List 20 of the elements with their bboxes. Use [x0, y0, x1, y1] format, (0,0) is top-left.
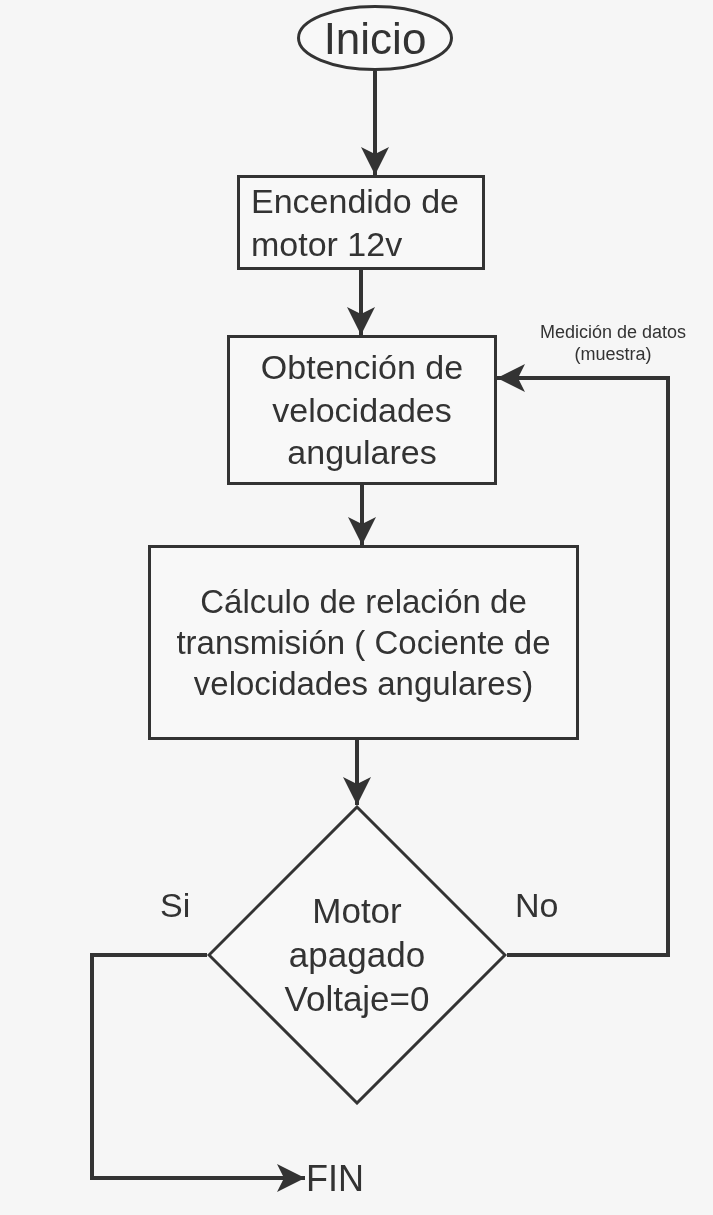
- node-text: Motor apagado Voltaje=0: [283, 890, 431, 1020]
- decision-diamond: [207, 805, 507, 1105]
- arrow: [347, 270, 375, 335]
- node-text: Encendido de motor 12v: [251, 181, 460, 265]
- terminal-ellipse: [297, 5, 453, 71]
- edge-label: No: [515, 888, 559, 922]
- node-text: Cálculo de relación de transmisión ( Cociente de velocidades angulares): [175, 581, 552, 705]
- node-text: Inicio: [323, 12, 427, 65]
- arrow: [90, 953, 305, 1192]
- arrow: [497, 364, 670, 957]
- arrow: [348, 485, 376, 545]
- node-text: Obtención de velocidades angulares: [259, 347, 465, 474]
- process-box: [237, 175, 485, 270]
- annotation-text: Medición de datos (muestra): [538, 322, 688, 366]
- process-box: [227, 335, 497, 485]
- edge-label: Si: [160, 888, 191, 922]
- arrow: [343, 740, 371, 805]
- arrow: [361, 71, 389, 175]
- node-text: FIN: [306, 1156, 364, 1201]
- process-box: [148, 545, 579, 740]
